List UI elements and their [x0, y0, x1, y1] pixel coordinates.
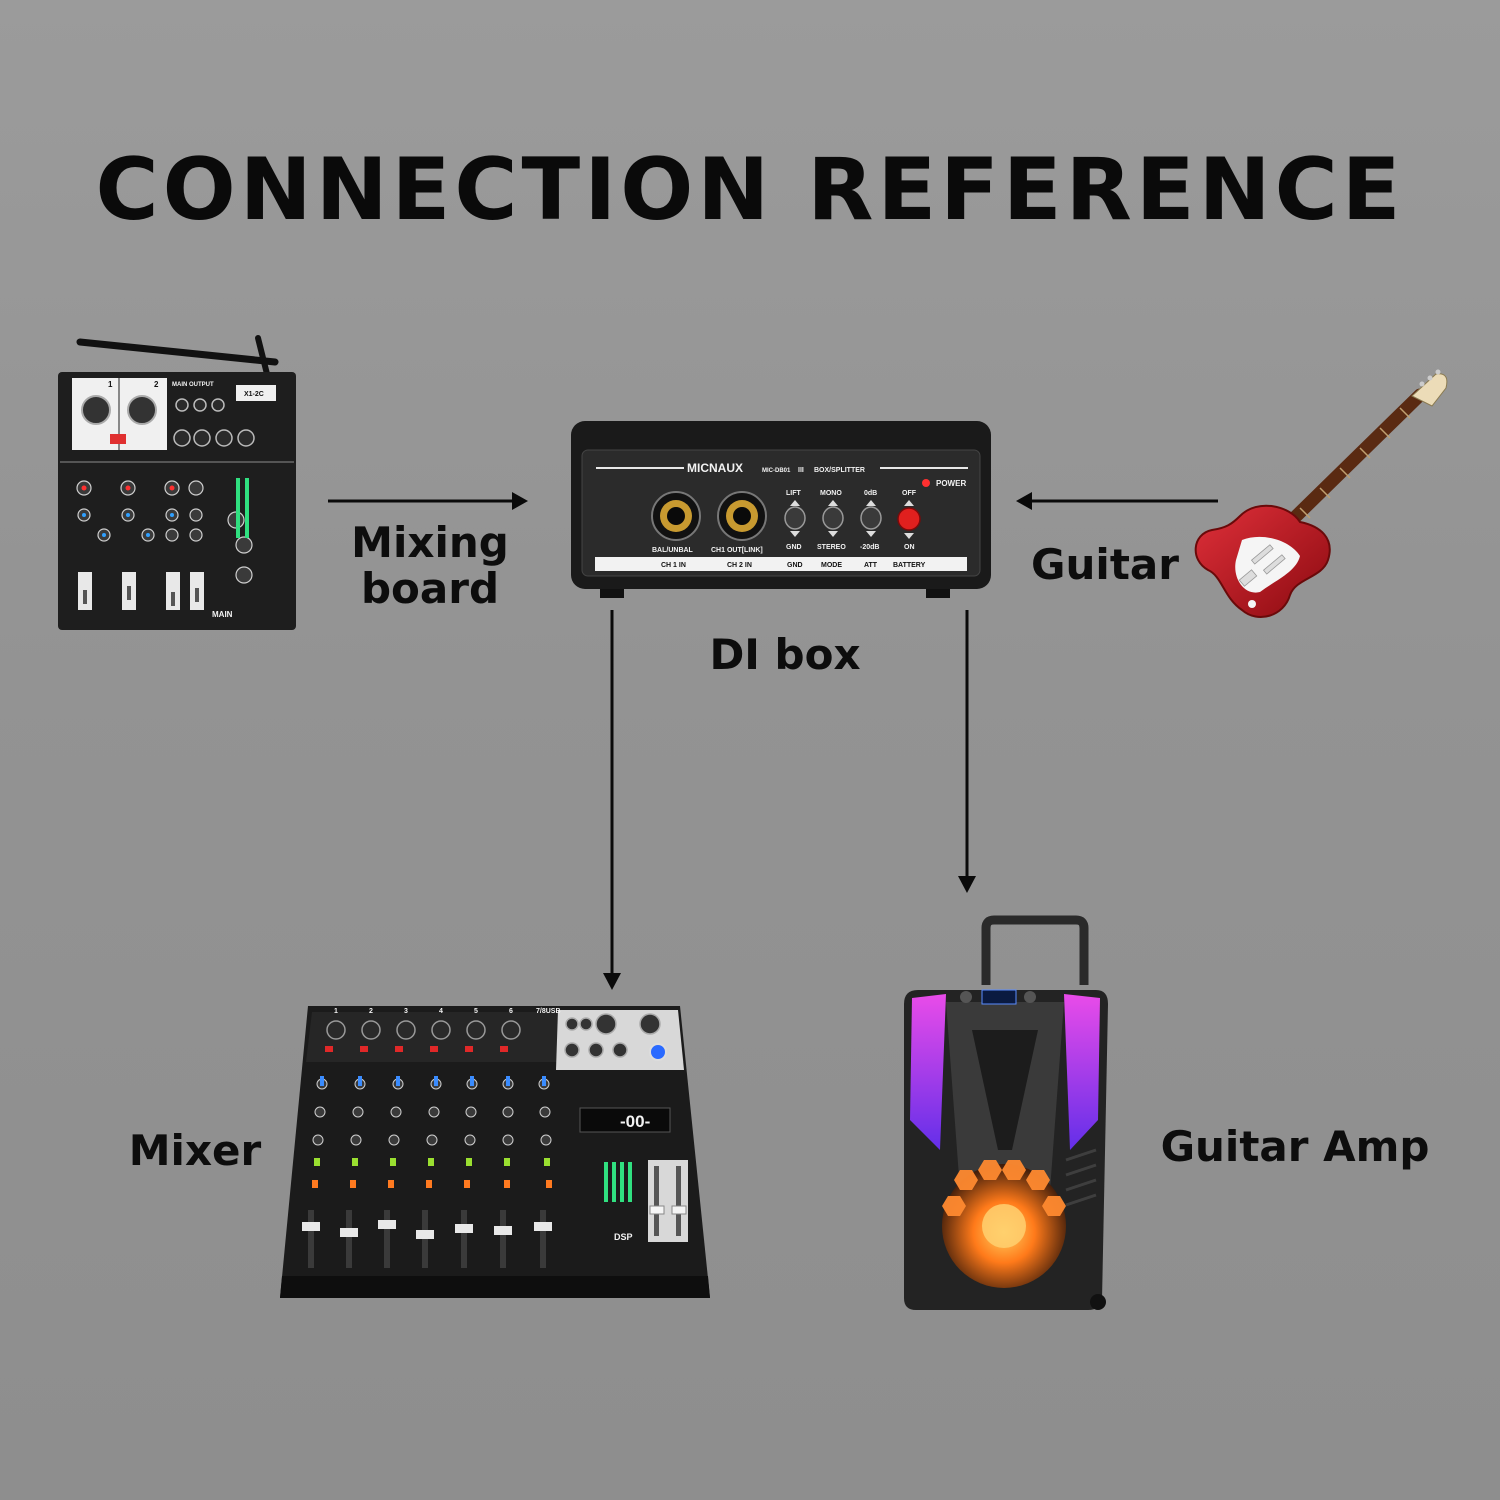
mixer-dsp: DSP	[614, 1232, 633, 1242]
page-title: CONNECTION REFERENCE	[95, 140, 1405, 240]
arrow-mixing-board-to-di	[328, 492, 528, 510]
arrow-guitar-to-di	[1016, 492, 1218, 510]
di-type: BOX/SPLITTER	[814, 467, 865, 474]
di-switch4-bottom: ON	[904, 544, 915, 551]
di-switch1-bottom: GND	[786, 544, 802, 551]
mixer-ch1: 1	[334, 1008, 338, 1015]
di-power-label: POWER	[936, 479, 966, 488]
di-model-roman: III	[798, 467, 804, 474]
arrow-di-to-guitar-amp	[958, 610, 976, 893]
di-battery-button: OFF ON	[897, 490, 921, 551]
mixing-board-label-line2: board	[360, 564, 500, 613]
mixer-ch2: 2	[369, 1008, 373, 1015]
di-model: MIC-DB01	[762, 468, 791, 474]
di-jack2-label: CH1 OUT[LINK]	[711, 547, 763, 554]
guitar-amp-label: Guitar Amp	[1160, 1122, 1430, 1171]
di-box-device: MICNAUX MIC-DB01 III BOX/SPLITTER POWER …	[571, 421, 991, 598]
mixing-board-device: 1 2 MAIN OUTPUT X1-2C MAIN	[58, 335, 296, 630]
mixer-label: Mixer	[128, 1126, 262, 1175]
di-strip-battery: BATTERY	[893, 562, 926, 569]
di-switch3-top: 0dB	[864, 490, 877, 497]
mixing-board-ch2: 2	[154, 380, 159, 389]
mixing-board-main-output: MAIN OUTPUT	[172, 382, 214, 388]
mixer-ch78: 7/8USB	[536, 1008, 561, 1015]
di-switch2-bottom: STEREO	[817, 544, 846, 551]
mixer-device: 1 2 3 4 5 6 7/8USB	[280, 1006, 710, 1298]
di-jack1-label: BAL/UNBAL	[652, 547, 694, 554]
di-brand: MICNAUX	[687, 461, 743, 475]
mixer-ch5: 5	[474, 1008, 478, 1015]
di-switch1-top: LIFT	[786, 490, 801, 497]
di-box-label: DI box	[709, 630, 861, 679]
di-strip-att: ATT	[864, 562, 878, 569]
mixing-board-label-line1: Mixing	[351, 518, 509, 567]
di-strip-mode: MODE	[821, 562, 842, 569]
di-jack-ch2	[717, 491, 767, 541]
di-strip-gnd: GND	[787, 562, 803, 569]
mixer-display: -00-	[620, 1112, 650, 1131]
di-switch-ground-lift: LIFT GND	[784, 490, 806, 551]
mixer-ch4: 4	[439, 1008, 443, 1015]
di-switch4-top: OFF	[902, 490, 917, 497]
guitar-label: Guitar	[1031, 540, 1179, 589]
di-switch-mode: MONO STEREO	[817, 490, 846, 551]
di-switch2-top: MONO	[820, 490, 842, 497]
di-switch-attenuation: 0dB -20dB	[860, 490, 882, 551]
mixing-board-label: Mixing board	[330, 520, 530, 612]
di-strip-ch1: CH 1 IN	[661, 562, 686, 569]
mixer-ch3: 3	[404, 1008, 408, 1015]
arrow-di-to-mixer	[603, 610, 621, 990]
mixing-board-main: MAIN	[212, 610, 233, 619]
di-strip-ch2: CH 2 IN	[727, 562, 752, 569]
mixing-board-model: X1-2C	[244, 391, 264, 398]
mixer-ch6: 6	[509, 1008, 513, 1015]
di-jack-ch1	[651, 491, 701, 541]
guitar-device	[1194, 369, 1448, 618]
guitar-amp-device	[904, 915, 1108, 1310]
mixing-board-ch1: 1	[108, 380, 113, 389]
di-switch3-bottom: -20dB	[860, 544, 879, 551]
